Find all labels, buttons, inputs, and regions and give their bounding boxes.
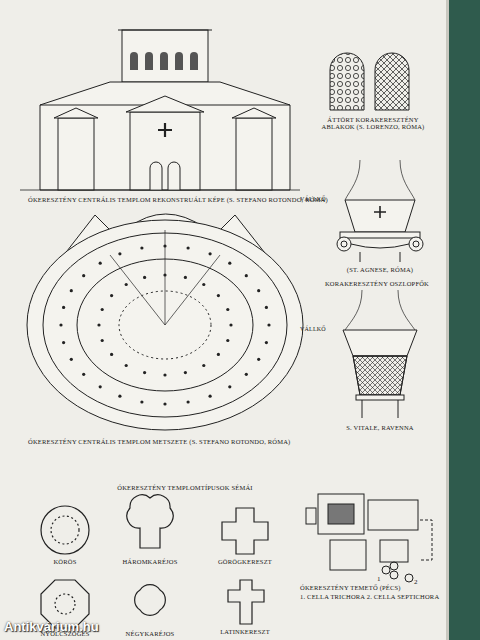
drum-window	[160, 52, 168, 70]
column-dot	[187, 400, 190, 403]
column-dot	[62, 306, 65, 309]
window-drawings	[330, 53, 409, 110]
column-dot	[62, 341, 65, 344]
caption-text: VÁLLKŐ	[300, 196, 340, 203]
column-dot	[101, 308, 104, 311]
column-dot	[217, 353, 220, 356]
column-dot	[245, 274, 248, 277]
page-edge	[446, 0, 449, 640]
caption-text: ÓKERESZTÉNY CENTRÁLIS TEMPLOM REKONSTRUÁ…	[28, 196, 328, 203]
column-dot	[70, 289, 73, 292]
column-dot	[245, 373, 248, 376]
column-dot	[267, 323, 270, 326]
caption-text: ÓKERESZTÉNY CENTRÁLIS TEMPLOM METSZETE (…	[28, 438, 328, 445]
column-dot	[99, 262, 102, 265]
church-elevation	[20, 30, 300, 190]
book-page	[0, 0, 452, 640]
column-dot	[110, 294, 113, 297]
column-dot	[143, 276, 146, 279]
caption-text: ÁTTÖRT KORAKERESZTÉNY ABLAKOK (S. LORENZ…	[318, 116, 428, 131]
callout-number: 2	[414, 578, 422, 586]
caption-text: S. VITALE, RAVENNA	[330, 424, 430, 431]
column-dot	[97, 323, 100, 326]
column-dot	[202, 364, 205, 367]
caption-text: (ST. AGNESE, RÓMA)	[330, 266, 430, 273]
column-dot	[257, 358, 260, 361]
column-dot	[228, 262, 231, 265]
column-dot	[118, 395, 121, 398]
caption-text: KORAKERESZTÉNY OSZLOPFŐK	[312, 280, 442, 287]
column-dot	[209, 395, 212, 398]
column-dot	[209, 252, 212, 255]
church-cutaway-plan	[27, 214, 303, 430]
column-dot	[265, 306, 268, 309]
column-dot	[228, 385, 231, 388]
column-dot	[140, 400, 143, 403]
ionic-capital	[337, 160, 423, 262]
column-dot	[110, 353, 113, 356]
watermark: Antikvárium.hu	[4, 620, 124, 635]
column-dot	[118, 252, 121, 255]
column-dot	[59, 323, 62, 326]
column-dot	[101, 339, 104, 342]
column-dot	[184, 276, 187, 279]
drum-window	[145, 52, 153, 70]
column-dot	[229, 323, 232, 326]
caption-text: HÁROMKARÉJOS	[110, 558, 190, 565]
column-dot	[143, 371, 146, 374]
caption-text: VÁLLKŐ	[300, 326, 340, 333]
column-dot	[70, 358, 73, 361]
column-dot	[140, 246, 143, 249]
column-dot	[226, 339, 229, 342]
drum-window	[190, 52, 198, 70]
column-dot	[125, 283, 128, 286]
column-dot	[125, 364, 128, 367]
column-dot	[82, 274, 85, 277]
column-dot	[82, 373, 85, 376]
caption-text: KÖRÖS	[30, 558, 100, 565]
caption-text: ÓKERESZTÉNY TEMETŐ (PÉCS)	[300, 584, 440, 591]
callout-number: 1	[377, 575, 385, 583]
column-dot	[184, 371, 187, 374]
column-dot	[226, 308, 229, 311]
cemetery-plan	[306, 494, 432, 582]
book-cover	[448, 0, 480, 640]
column-dot	[163, 402, 166, 405]
drum-window	[130, 52, 138, 70]
column-dot	[163, 373, 166, 376]
caption-text: ÓKERESZTÉNY TEMPLOMTÍPUSOK SÉMÁI	[90, 484, 280, 491]
column-dot	[187, 246, 190, 249]
caption-text: LATINKERESZT	[205, 628, 285, 635]
caption-text: 1. CELLA TRICHORA 2. CELLA SEPTICHORA	[300, 593, 445, 600]
drum-window	[175, 52, 183, 70]
column-dot	[99, 385, 102, 388]
caption-text: GÖRÖGKERESZT	[205, 558, 285, 565]
caption-text: NÉGYKARÉJOS	[110, 630, 190, 637]
column-dot	[163, 244, 166, 247]
column-dot	[217, 294, 220, 297]
column-dot	[202, 283, 205, 286]
byzantine-capital	[343, 290, 417, 418]
column-dot	[265, 341, 268, 344]
column-dot	[163, 273, 166, 276]
column-dot	[257, 289, 260, 292]
